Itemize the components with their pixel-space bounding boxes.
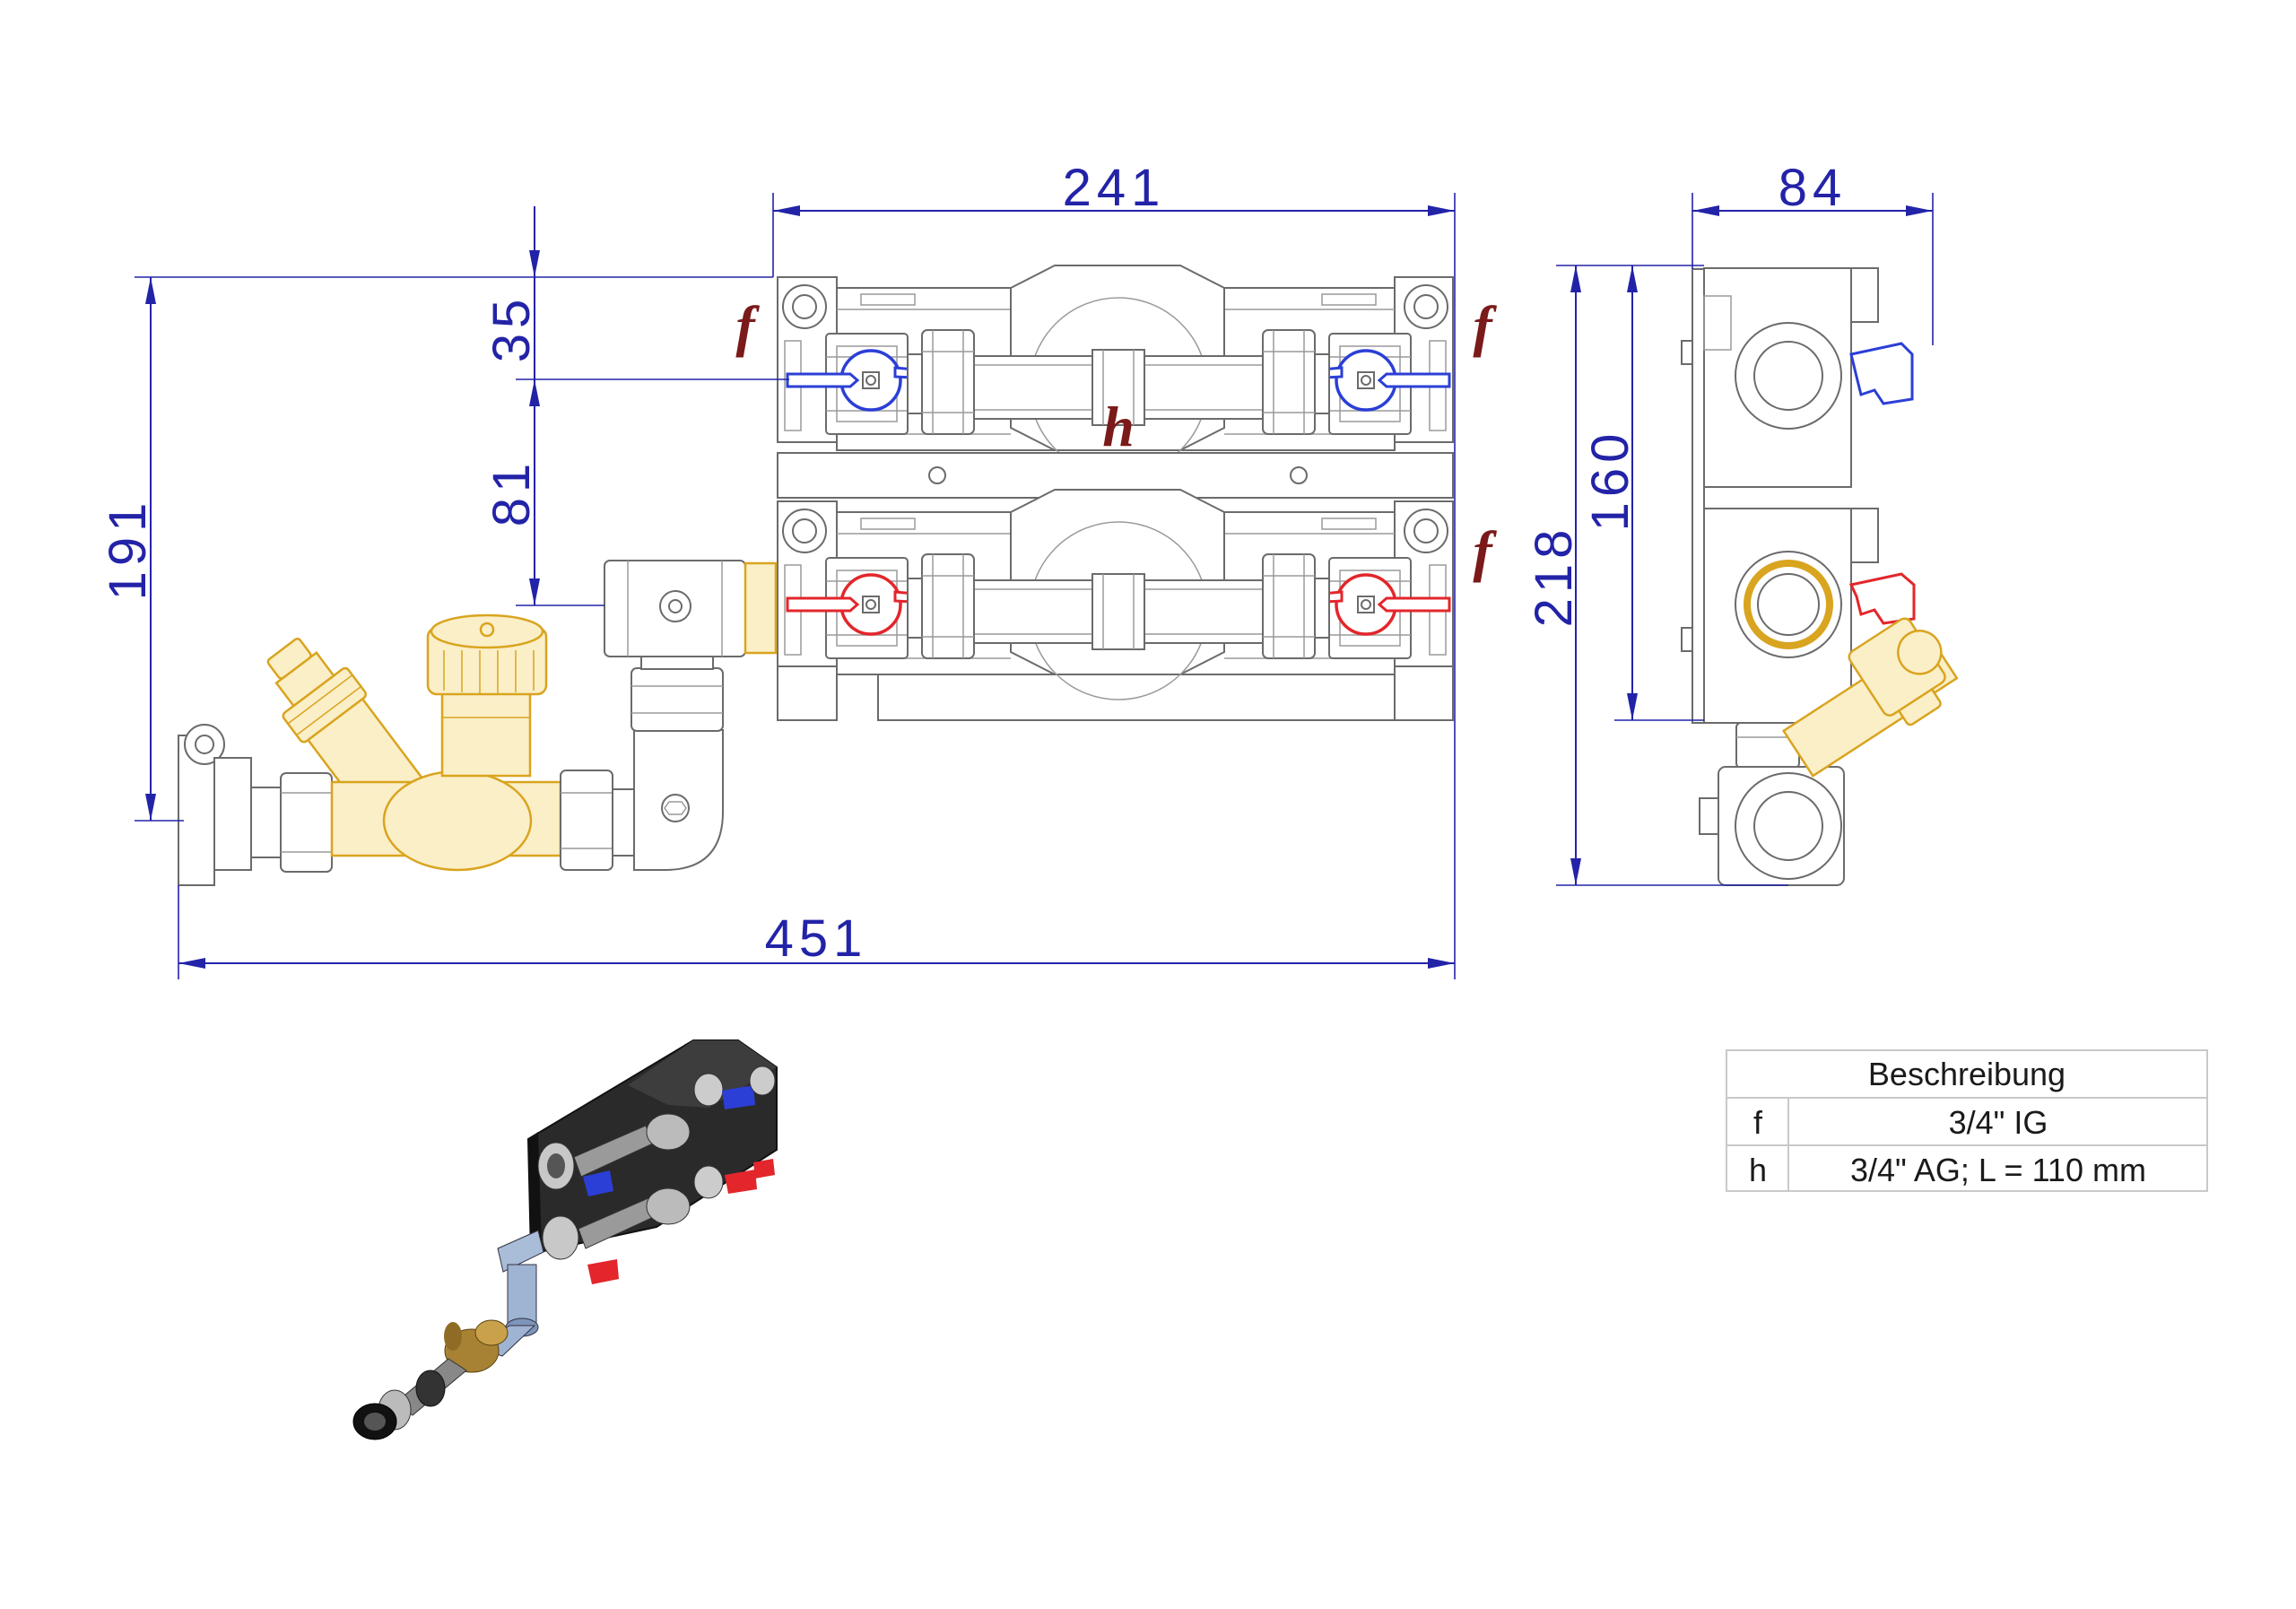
separator-screw: [928, 466, 946, 484]
iso-red-handle-left: [587, 1259, 619, 1284]
dimension-side-depth: 84: [1779, 159, 1848, 217]
left-union-nut: [280, 772, 333, 873]
dimension-upper-offset: 35: [483, 294, 541, 363]
elbow-union-nut: [631, 667, 724, 732]
label-f-upper-right: f: [1473, 294, 1497, 358]
side-view: [1681, 267, 1959, 886]
side-plug: [1699, 797, 1719, 835]
label-f-upper-left: f: [735, 294, 760, 358]
upper-side-boss: [1703, 295, 1732, 351]
upper-side-bracket: [1850, 267, 1879, 323]
lower-port-inner: [1757, 573, 1820, 636]
isometric-view: [352, 1039, 778, 1440]
strainer-nut-edge: [296, 685, 361, 736]
iso-strainer: [444, 1322, 462, 1351]
front-view: [777, 265, 1454, 721]
lower-module-red-valves: [778, 490, 1453, 700]
iso-upper-valve: [693, 1073, 724, 1107]
iso-red-handle-right: [725, 1170, 757, 1194]
table-row-key: h: [1749, 1152, 1767, 1188]
right-union-nut: [560, 770, 613, 871]
left-fitting: [250, 787, 282, 858]
iso-red-handle-tab: [753, 1159, 775, 1178]
separator-screw: [1290, 466, 1308, 484]
table-row-value: 3/4" IG: [1949, 1104, 2048, 1141]
brass-nipple: [744, 561, 778, 655]
iso-hand-wheel: [474, 1319, 509, 1346]
iso-vertical-pipe: [507, 1264, 537, 1328]
hand-wheel-screw: [479, 622, 495, 638]
dimension-overall-width: 451: [765, 909, 868, 968]
iso-lower-valve: [693, 1165, 724, 1199]
plate-tab: [1681, 627, 1693, 652]
lower-left-ear-extension: [777, 665, 838, 721]
side-hand-wheel: [1848, 617, 1946, 717]
side-hand-wheel-cap: [1897, 630, 1943, 675]
table-row-key: f: [1753, 1104, 1763, 1141]
bottom-port-inner: [1753, 791, 1823, 861]
iso-upper-right-port: [749, 1065, 776, 1096]
elbow-plug: [661, 794, 690, 822]
valve-bonnet: [440, 684, 532, 778]
iso-lower-port: [542, 1215, 579, 1260]
dimension-side-inner-height: 160: [1581, 429, 1639, 532]
elbow-plug-hex: [664, 801, 687, 815]
regulating-valve-assembly: [178, 560, 778, 886]
upper-port-inner: [1753, 341, 1823, 411]
drain-nozzle-tip: [266, 637, 312, 680]
label-h-center: h: [1102, 395, 1135, 458]
iso-plate-top-face: [628, 1040, 777, 1108]
dimensions: 241 84 35 81 191 218 160 451: [99, 159, 1934, 979]
valve-body-bulge: [382, 770, 533, 872]
table-header: Beschreibung: [1868, 1056, 2066, 1092]
dimension-side-height: 218: [1525, 525, 1583, 628]
table-row-value: 3/4" AG; L = 110 mm: [1850, 1152, 2146, 1188]
iso-tee-piece: [497, 1230, 544, 1273]
tee-outlet: [640, 656, 714, 670]
table-border: [1726, 1049, 2208, 1192]
dimension-left-height: 191: [99, 498, 157, 601]
iso-union-nut: [415, 1370, 446, 1407]
blue-handle-side: [1849, 342, 1914, 405]
dimension-valve-spacing: 81: [483, 458, 541, 527]
strainer-nut-edge: [287, 674, 353, 725]
side-back-plate: [1692, 268, 1705, 724]
elbow-fitting: [612, 788, 635, 857]
tee-plug-center: [668, 599, 683, 613]
bracket-clip-hole: [195, 735, 214, 754]
lower-port-brass-ring: [1744, 560, 1833, 649]
label-f-lower-right: f: [1473, 519, 1497, 583]
iso-blue-handle-left: [583, 1170, 613, 1196]
iso-upper-clamp: [646, 1113, 691, 1151]
iso-lower-clamp: [646, 1187, 691, 1225]
lower-right-ear-extension: [1394, 665, 1454, 721]
red-handle-side: [1848, 572, 1916, 625]
bracket-clamp: [213, 757, 252, 871]
iso-blue-handle-right: [722, 1085, 755, 1109]
description-table: Beschreibung f 3/4" IG h 3/4" AG; L = 11…: [1726, 1049, 2208, 1192]
lower-side-bracket: [1850, 508, 1879, 563]
iso-pipe-clamp-bore: [364, 1413, 386, 1431]
plate-tab: [1681, 340, 1693, 365]
iso-upper-port-bore: [547, 1153, 565, 1178]
dimension-top-width: 241: [1063, 159, 1166, 217]
